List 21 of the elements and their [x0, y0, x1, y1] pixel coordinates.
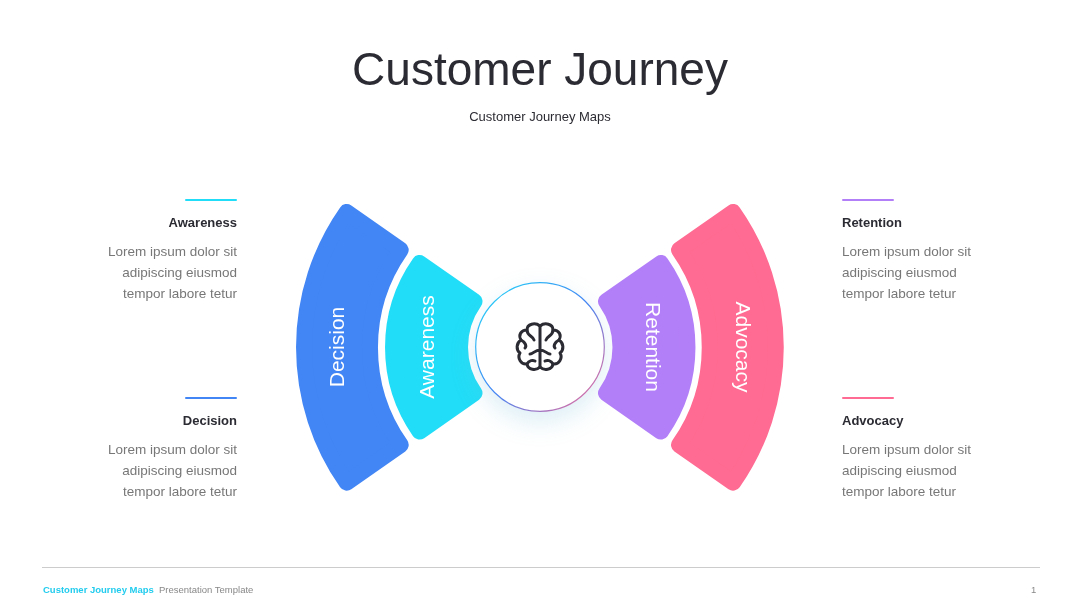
subtitle: Customer Journey Maps — [468, 109, 612, 124]
journey-stage-band — [296, 203, 409, 491]
stage-label: Decision — [324, 306, 349, 388]
journey-stage-band — [671, 203, 784, 491]
journey-stage-band — [385, 254, 483, 440]
page-number: 1 — [1031, 584, 1037, 595]
stage-heading: Retention — [842, 215, 902, 230]
footer-title: Customer Journey Maps — [43, 584, 154, 595]
stage-label: Awareness — [414, 295, 439, 399]
footer-text: Presentation Template — [159, 584, 254, 595]
stage-label: Advocacy — [731, 301, 755, 393]
stage-label: Retention — [641, 302, 666, 392]
stage-description: Lorem ipsum dolor sit adipiscing eiusmod tempor labore tetur — [106, 441, 237, 501]
stage-heading: Decision — [182, 413, 237, 428]
stage-description: Lorem ipsum dolor sit adipiscing eiusmod tempor labore tetur — [842, 243, 973, 303]
stage-heading: Advocacy — [842, 413, 904, 428]
journey-stage-band — [597, 254, 695, 440]
stage-description: Lorem ipsum dolor sit adipiscing eiusmod tempor labore tetur — [842, 441, 973, 501]
stage-description: Lorem ipsum dolor sit adipiscing eiusmod tempor labore tetur — [106, 243, 237, 303]
stage-heading: Awareness — [168, 215, 237, 230]
title: Customer Journey — [351, 42, 729, 96]
